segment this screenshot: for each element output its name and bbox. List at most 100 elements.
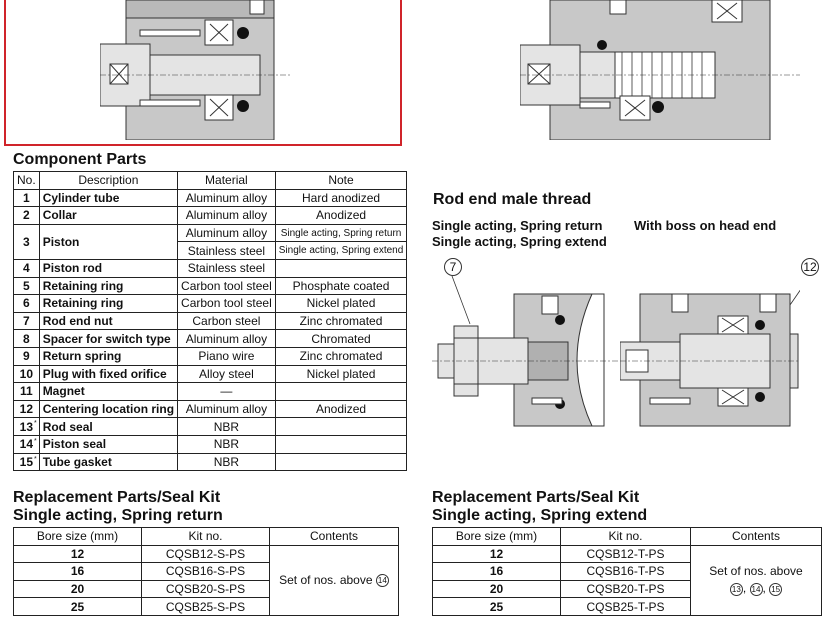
table-header-row: Bore size (mm) Kit no. Contents xyxy=(432,527,822,546)
part-no: 5 xyxy=(13,276,40,296)
bore-size: 12 xyxy=(432,544,561,564)
table-row: 3 Piston Aluminum alloy Single acting, S… xyxy=(13,223,408,260)
table-row: 6 Retaining ring Carbon tool steel Nicke… xyxy=(13,294,408,313)
bore-size: 12 xyxy=(13,544,142,564)
table-row: 4 Piston rod Stainless steel xyxy=(13,258,408,278)
header-material: Material xyxy=(177,171,276,190)
part-description: Piston rod xyxy=(38,258,179,278)
part-no: 13* xyxy=(13,417,40,436)
table-row: 7 Rod end nut Carbon steel Zinc chromate… xyxy=(13,311,408,331)
table-header-row: No. Description Material Note xyxy=(13,171,408,190)
seal-mark: * xyxy=(33,455,37,463)
part-no: 11 xyxy=(13,382,40,401)
highlight-frame xyxy=(4,0,402,146)
component-parts-title: Component Parts xyxy=(13,151,147,168)
header-no: No. xyxy=(13,171,40,190)
bore-size: 25 xyxy=(13,597,142,616)
part-note: Phosphate coated xyxy=(274,276,408,296)
part-no: 4 xyxy=(13,258,40,278)
part-material: Aluminum alloy xyxy=(177,206,276,225)
seal-mark: * xyxy=(33,420,37,428)
rod-end-caption-extend: Single acting, Spring extend xyxy=(432,234,607,249)
part-material: Stainless steel xyxy=(177,241,276,260)
part-note xyxy=(274,258,408,278)
header-kit-no: Kit no. xyxy=(560,527,691,546)
table-row: 8 Spacer for switch type Aluminum alloy … xyxy=(13,329,408,348)
part-material: Aluminum alloy xyxy=(177,223,276,243)
part-no: 12 xyxy=(13,399,40,419)
table-row: 16 CQSB16-S-PS xyxy=(13,562,399,581)
part-note: Zinc chromated xyxy=(274,311,408,331)
kit-contents: Set of nos. above 14 xyxy=(269,544,399,616)
part-no: 15* xyxy=(13,452,40,472)
kit-number: CQSB16-S-PS xyxy=(141,562,270,581)
table-row: 14* Piston seal NBR xyxy=(13,434,408,454)
rod-end-caption-return: Single acting, Spring return xyxy=(432,218,603,233)
drawing-spring-return-section xyxy=(100,0,290,140)
kit-return-title: Replacement Parts/Seal Kit xyxy=(13,489,221,506)
header-note: Note xyxy=(274,171,408,190)
kit-number: CQSB25-T-PS xyxy=(560,597,691,616)
component-parts-table: No. Description Material Note 1 Cylinder… xyxy=(13,171,408,472)
part-note: Nickel plated xyxy=(274,294,408,313)
part-no: 14* xyxy=(13,434,40,454)
part-description: Centering location ring xyxy=(38,399,179,419)
part-ref: 15 xyxy=(769,582,783,596)
table-row: 12 CQSB12-T-PS Set of nos. above 13, 14,… xyxy=(432,544,822,616)
table-row: 11 Magnet — xyxy=(13,382,408,401)
part-no: 6 xyxy=(13,294,40,313)
table-row: 25 CQSB25-T-PS xyxy=(432,597,822,616)
part-note xyxy=(274,434,408,454)
callout-centering-ring: 12 xyxy=(801,258,819,276)
part-material: Piano wire xyxy=(177,346,276,366)
part-note: Zinc chromated xyxy=(274,346,408,366)
part-material: Alloy steel xyxy=(177,364,276,384)
part-material: Stainless steel xyxy=(177,258,276,278)
part-note xyxy=(274,417,408,436)
part-material: Aluminum alloy xyxy=(177,329,276,348)
kit-contents: Set of nos. above 13, 14, 15 xyxy=(690,544,822,616)
part-note: Anodized xyxy=(274,206,408,225)
part-ref: 14 xyxy=(749,582,763,596)
kit-number: CQSB16-T-PS xyxy=(560,562,691,581)
table-row: 1 Cylinder tube Aluminum alloy Hard anod… xyxy=(13,188,408,208)
table-row: 20 CQSB20-S-PS xyxy=(13,579,399,599)
kit-extend-title: Replacement Parts/Seal Kit xyxy=(432,489,640,506)
table-row: 15* Tube gasket NBR xyxy=(13,452,408,472)
kit-number: CQSB20-S-PS xyxy=(141,579,270,599)
bore-size: 16 xyxy=(13,562,142,581)
table-row: 13* Rod seal NBR xyxy=(13,417,408,436)
part-material: NBR xyxy=(177,452,276,472)
rod-end-caption-boss: With boss on head end xyxy=(634,218,777,233)
header-bore: Bore size (mm) xyxy=(13,527,142,546)
table-row: 12 Centering location ring Aluminum allo… xyxy=(13,399,408,419)
part-note: Anodized xyxy=(274,399,408,419)
part-description: Collar xyxy=(38,206,179,225)
header-bore: Bore size (mm) xyxy=(432,527,561,546)
part-no: 3 xyxy=(13,223,40,260)
part-material: NBR xyxy=(177,417,276,436)
part-description: Retaining ring xyxy=(38,294,179,313)
callout-rod-end-nut: 7 xyxy=(444,258,462,276)
part-ref: 13 xyxy=(729,582,743,596)
part-material: Aluminum alloy xyxy=(177,188,276,208)
header-contents: Contents xyxy=(690,527,822,546)
header-kit-no: Kit no. xyxy=(141,527,270,546)
table-header-row: Bore size (mm) Kit no. Contents xyxy=(13,527,399,546)
table-row: 20 CQSB20-T-PS xyxy=(432,579,822,599)
kit-return-subtitle: Single acting, Spring return xyxy=(13,507,223,524)
part-description: Spacer for switch type xyxy=(38,329,179,348)
part-no: 2 xyxy=(13,206,40,225)
kit-extend-subtitle: Single acting, Spring extend xyxy=(432,507,648,524)
part-description: Rod seal xyxy=(38,417,179,436)
part-material: Aluminum alloy xyxy=(177,399,276,419)
part-no: 9 xyxy=(13,346,40,366)
part-ref: 14 xyxy=(375,574,389,588)
part-note: Hard anodized xyxy=(274,188,408,208)
part-description: Piston seal xyxy=(38,434,179,454)
part-no: 1 xyxy=(13,188,40,208)
drawing-spring-extend-section xyxy=(520,0,800,140)
part-note xyxy=(274,382,408,401)
header-description: Description xyxy=(38,171,179,190)
table-row: Stainless steel Single acting, Spring ex… xyxy=(14,241,408,260)
